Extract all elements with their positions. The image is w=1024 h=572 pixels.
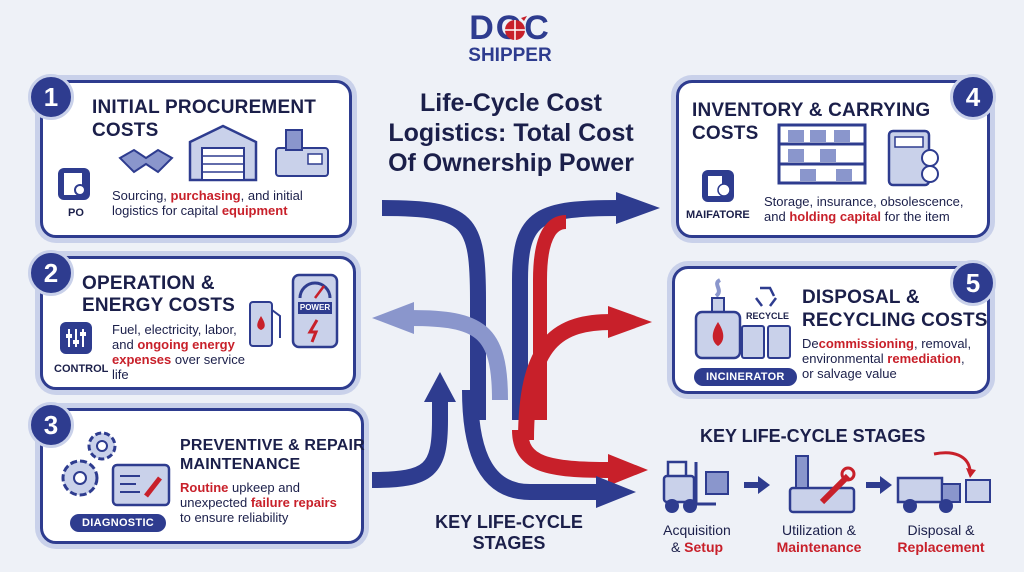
card-2-desc-hl1: ongoing energy expenses [112,337,235,367]
stage-2-highlight: Maintenance [776,539,862,555]
card-4-desc-mid: for the item [881,209,950,224]
brand-logo: DOC SHIPPER [455,10,565,66]
stage-acquisition-label: Acquisition & Setup [632,522,762,556]
card-3-desc-mid: upkeep and unexpected [180,480,300,510]
card-4-title-line2: COSTS [692,123,759,144]
card-5-description: Decommissioning, removal, environmental … [802,336,978,381]
card-number-4: 4 [950,74,996,120]
card-2-description: Fuel, electricity, labor, and ongoing en… [112,322,262,382]
forklift-icon [662,460,729,513]
fuel-pump-icon [249,301,281,347]
card-2-title-line1: OPERATION & [82,273,215,294]
card-5-title-line2: RECYCLING COSTS [802,310,988,331]
card-5-desc-pre: De [802,336,819,351]
card-1-description: Sourcing, purchasing, and initial logist… [112,188,342,218]
stage-3-line1: Disposal & [907,522,975,538]
stage-3-highlight: Replacement [897,539,985,555]
globe-plane-icon [505,16,527,40]
control-panel-icon [60,322,92,354]
stage-disposal-label: Disposal & Replacement [876,522,1006,556]
incinerator-icon [694,278,742,360]
card-4-title-line1: INVENTORY & CARRYING [692,100,931,121]
po-doc-icon [58,168,90,200]
card-5-desc-post: , or salvage value [802,351,965,381]
arrow-right-icon [744,476,770,494]
card-4-desc-pre: Storage, insurance, obsolescence, and [764,194,964,224]
card-4-icon-tag: MAIFATORE [686,209,750,221]
card-4-desc-hl1: holding capital [789,209,882,224]
card-5-icon-tag: INCINERATOR [694,368,797,386]
card-3-desc-hl2: failure repairs [250,495,337,510]
dump-truck-icon [896,451,991,513]
card-number-5: 5 [950,260,996,306]
stage-1-highlight: Setup [684,539,724,555]
stage-1-amp: & [670,539,685,555]
card-5-title-line1: DISPOSAL & [802,287,920,308]
calculator-icon [887,129,939,187]
brand-subname: SHIPPER [468,45,552,66]
arrow-right-icon-2 [866,476,892,494]
shelves-icon [777,123,867,185]
card-1-desc-hl1: purchasing [170,188,241,203]
card-3-icon-tag: DIAGNOSTIC [70,514,167,532]
card-3-desc-post: to ensure reliability [180,510,289,525]
card-number-3: 3 [28,402,74,448]
card-1-desc-mid: , and initial logistics for capital [112,188,303,218]
card-3-description: Routine upkeep and unexpected failure re… [180,480,350,525]
page-title: Life-Cycle Cost Logistics: Total Cost Of… [388,89,634,177]
card-3-title-line2: MAINTENANCE [180,456,301,473]
power-gauge-icon [291,273,339,349]
stage-1-line1: Acquisition [663,522,731,538]
card-3-title-line1: PREVENTIVE & REPAIR [180,437,365,454]
stage-2-line1: Utilization & [782,522,856,538]
card-number-1: 1 [28,74,74,120]
handshake-icon [118,148,174,174]
diagnostic-screen-icon [111,463,171,507]
card-4-description: Storage, insurance, obsolescence, and ho… [764,194,980,224]
card-5-desc-hl1: commissioning [818,336,914,351]
card-3-desc-hl1: Routine [180,480,229,495]
recycle-bins-icon [741,286,791,359]
cnc-machine-icon [788,455,856,514]
card-1-desc-hl2: equipment [221,203,288,218]
stage-utilization-label: Utilization & Maintenance [754,522,884,556]
card-2-desc-pre: Fuel, electricity, labor, and [112,322,237,352]
machine-icon [275,129,329,177]
warehouse-icon [188,124,258,182]
gears-icon [61,431,117,497]
stages-heading: KEY LIFE-CYCLE STAGES [700,426,926,446]
card-1-desc-pre: Sourcing, [112,188,171,203]
card-2-desc-mid: over service life [112,352,245,382]
power-gauge-label: POWER [299,303,331,312]
center-stages-label: KEY LIFE-CYCLE STAGES [435,512,583,553]
card-2-title-line2: ENERGY COSTS [82,295,236,316]
card-1-title-line2: COSTS [92,120,159,141]
card-number-2: 2 [28,250,74,296]
card-5-desc-mid: , removal, environmental [802,336,972,366]
card-5-desc-hl2: remediation [887,351,961,366]
recycle-label: RECYCLE [746,311,790,321]
storage-cabinet-icon [702,170,734,202]
card-1-icon-tag: PO [68,207,84,219]
card-1-title-line1: INITIAL PROCUREMENT [92,97,317,118]
card-2-icon-tag: CONTROL [54,363,109,375]
